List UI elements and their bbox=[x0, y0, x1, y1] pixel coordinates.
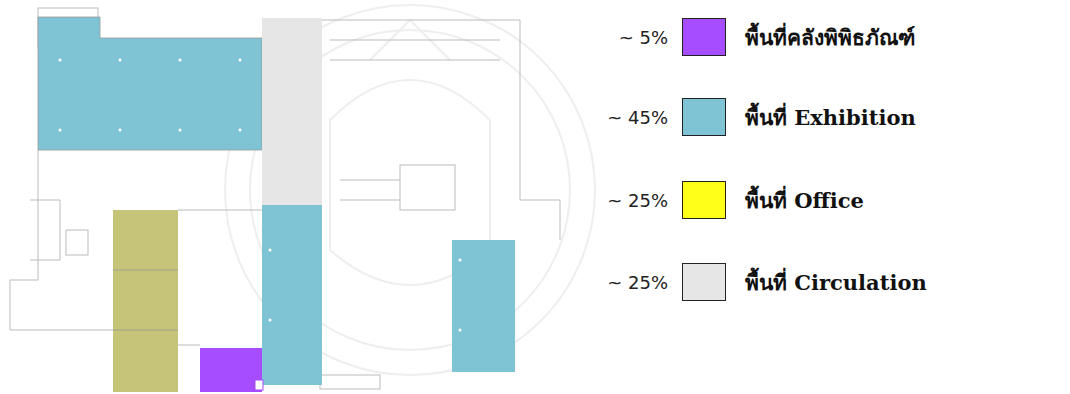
legend-text: พื้นที่ Exhibition bbox=[745, 101, 916, 134]
percent-label: ~ 5% bbox=[619, 27, 668, 48]
percent-label: ~ 25% bbox=[607, 190, 668, 211]
legend-swatch bbox=[682, 181, 726, 219]
legend-swatch bbox=[682, 18, 726, 56]
plan-walls bbox=[10, 8, 560, 389]
percent-label: ~ 45% bbox=[607, 107, 668, 128]
column-dots bbox=[59, 59, 462, 332]
legend-swatch bbox=[682, 98, 726, 136]
plan-zones bbox=[38, 17, 515, 392]
legend-text: พื้นที่ Circulation bbox=[745, 266, 927, 299]
percent-label: ~ 25% bbox=[607, 272, 668, 293]
legend-text: พื้นที่ Office bbox=[745, 184, 864, 217]
legend-text: พื้นที่คลังพิพิธภัณฑ์ bbox=[745, 21, 915, 54]
legend-swatch bbox=[682, 263, 726, 301]
